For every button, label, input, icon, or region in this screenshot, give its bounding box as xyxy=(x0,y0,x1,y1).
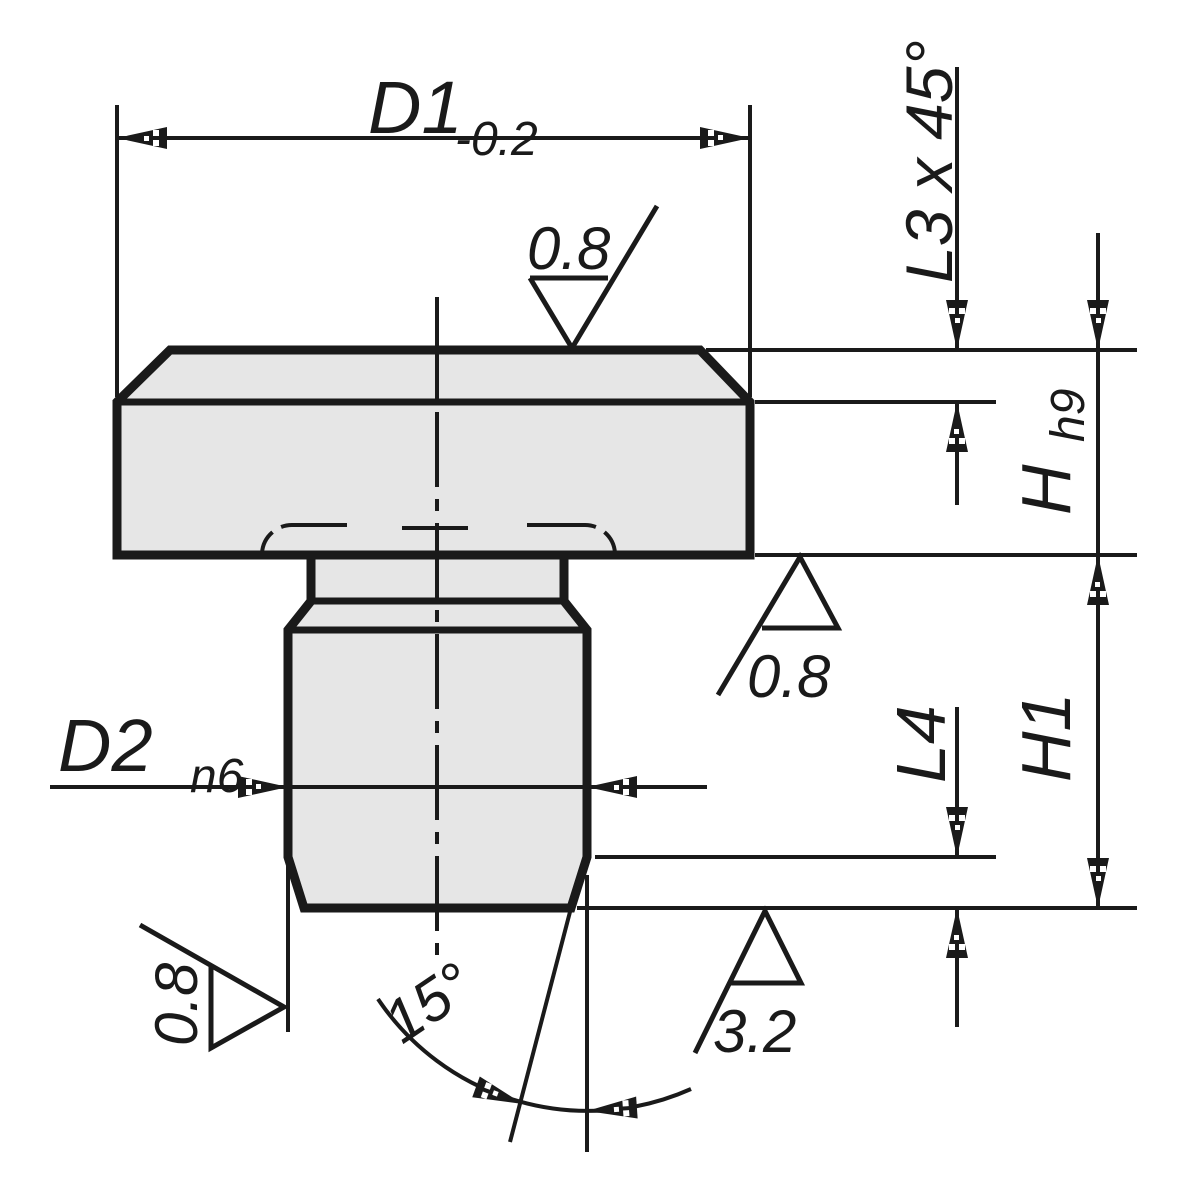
arrowhead-up xyxy=(1087,555,1109,605)
arrowhead-down xyxy=(946,807,968,857)
arrowhead-right xyxy=(700,127,750,149)
dim-label-h1: H1 xyxy=(1007,693,1085,782)
dim-label-h-main: H xyxy=(1007,464,1085,515)
surface-finish-top: 0.8 xyxy=(527,204,660,353)
arrowhead-arc-right xyxy=(586,1096,638,1122)
dimension-chamfer-angle: 15° xyxy=(372,875,692,1152)
arrowhead-up xyxy=(946,908,968,958)
dimension-bottom-chamfer: L4 xyxy=(595,705,996,1027)
dimension-shank-diameter: D2 n6 xyxy=(50,704,707,803)
neck-fillet-arc-right xyxy=(584,522,617,554)
dimension-head-diameter: D1 -0.2 xyxy=(115,66,752,397)
arrowhead-right xyxy=(238,776,288,798)
centerline xyxy=(402,297,468,958)
dim-label-d2: D2 xyxy=(58,704,153,787)
dim-label-l3: L3 x 45° xyxy=(892,40,966,283)
dimension-top-chamfer: L3 x 45° xyxy=(706,40,1137,505)
arrowhead-left xyxy=(587,776,637,798)
arrowhead-down xyxy=(1087,858,1109,908)
roughness-symbol-icon xyxy=(138,922,290,1053)
arrowhead-down xyxy=(946,300,968,350)
surface-finish-bottom: 3.2 xyxy=(692,905,806,1065)
part-outline xyxy=(112,345,755,913)
roughness-value-shank: 0.8 xyxy=(143,962,210,1046)
arrowhead-up xyxy=(946,402,968,452)
angle-reference-slant xyxy=(508,884,579,1143)
roughness-value-under-head: 0.8 xyxy=(747,643,831,710)
dim-fit-n6: n6 xyxy=(190,750,244,803)
surface-finish-under-head: 0.8 xyxy=(715,551,843,710)
arrowhead-down xyxy=(1087,300,1109,350)
roughness-value-top: 0.8 xyxy=(527,215,611,282)
dim-label-15deg: 15° xyxy=(372,949,485,1055)
roughness-symbol-icon xyxy=(527,204,660,353)
roughness-value-bottom: 3.2 xyxy=(713,998,796,1065)
dimension-head-height-and-shank: H h9 H1 xyxy=(577,233,1137,910)
dim-fit-h9: h9 xyxy=(1042,389,1095,442)
dim-tolerance-d1: -0.2 xyxy=(455,113,538,166)
neck-fillet-arc-left xyxy=(260,522,293,554)
surface-finish-shank-side: 0.8 xyxy=(138,860,290,1053)
dim-label-d1: D1 xyxy=(368,66,463,149)
dim-label-l4: L4 xyxy=(882,705,960,783)
arrowhead-left xyxy=(117,127,167,149)
roughness-symbol-icon xyxy=(715,551,843,697)
dim-label-h: H h9 xyxy=(1007,389,1095,515)
roughness-symbol-icon xyxy=(692,905,806,1055)
